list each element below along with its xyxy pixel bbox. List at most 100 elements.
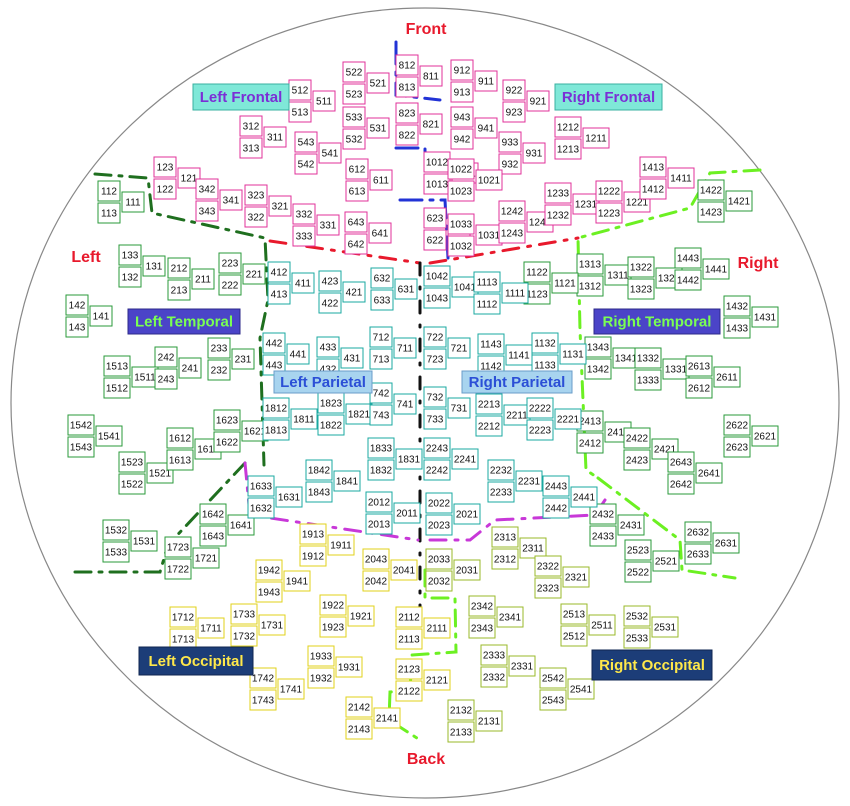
sensor-box <box>447 699 475 721</box>
sensor-box <box>423 229 447 251</box>
sensor-label: 212 <box>171 264 188 275</box>
sensor-box <box>390 559 418 581</box>
sensor-box <box>345 158 369 180</box>
sensor-label: 743 <box>373 411 390 422</box>
sensor-box <box>299 523 327 545</box>
sensor-label: 2122 <box>398 687 421 698</box>
sensor-label: 723 <box>427 355 444 366</box>
sensor-grid: 5225235215125135115335325315435425413123… <box>65 54 779 743</box>
sensor-box <box>370 289 394 311</box>
sensor-label: 131 <box>146 262 163 273</box>
sensor-label: 1433 <box>726 324 749 335</box>
sensor-box <box>684 543 712 565</box>
sensor-label: 711 <box>397 344 413 355</box>
sensor-label: 1211 <box>585 134 607 145</box>
sensor-box <box>368 222 392 244</box>
sensor-box <box>423 207 447 229</box>
sensor-label: 821 <box>423 120 440 131</box>
sensor-box <box>369 348 393 370</box>
sensor-label: 1432 <box>726 302 749 313</box>
sensor-box <box>695 462 723 484</box>
sensor-label: 1023 <box>450 187 473 198</box>
sensor-label: 1021 <box>478 176 501 187</box>
sensor-box <box>242 263 266 285</box>
sensor-box <box>576 253 604 275</box>
sensor-label: 1231 <box>575 200 598 211</box>
sensor-box <box>560 603 588 625</box>
sensor-box <box>480 644 508 666</box>
sensor-label: 1811 <box>293 415 315 426</box>
sensor-box <box>365 513 393 535</box>
sensor-box <box>239 115 263 137</box>
sensor-box <box>523 261 551 283</box>
sensor-box <box>423 617 451 639</box>
sensor-label: 411 <box>295 279 311 290</box>
sensor-label: 931 <box>526 149 543 160</box>
sensor-label: 1633 <box>250 482 273 493</box>
sensor-label: 2533 <box>626 634 649 645</box>
sensor-box <box>327 534 355 556</box>
sensor-box <box>542 475 570 497</box>
sensor-label: 222 <box>222 281 239 292</box>
sensor-label: 2333 <box>483 651 506 662</box>
sensor-label: 1142 <box>480 362 502 373</box>
region-label-right-occipital: Right Occipital <box>591 649 713 681</box>
sensor-label: 1443 <box>677 254 700 265</box>
sensor-box <box>288 101 312 123</box>
sensor-label: 511 <box>316 97 332 108</box>
sensor-label: 2322 <box>537 562 560 573</box>
sensor-box <box>277 678 305 700</box>
sensor-label: 2343 <box>471 624 494 635</box>
sensor-box <box>544 204 572 226</box>
sensor-label: 1832 <box>370 466 393 477</box>
sensor-box <box>199 525 227 547</box>
sensor-label: 2031 <box>456 566 479 577</box>
sensor-box <box>275 486 303 508</box>
sensor-box <box>584 358 612 380</box>
sensor-box <box>639 156 667 178</box>
left-temporal-boundary <box>93 172 270 467</box>
sensor-box <box>480 666 508 688</box>
sensor-label: 1431 <box>754 313 777 324</box>
sensor-box <box>342 83 366 105</box>
sensor-box <box>393 337 417 359</box>
sensor-box <box>589 503 617 525</box>
sensor-label: 111 <box>125 198 141 209</box>
sensor-box <box>294 131 318 153</box>
sensor-label: 2131 <box>478 717 501 728</box>
region-label-text: Left Temporal <box>135 314 233 331</box>
sensor-label: 1922 <box>322 601 345 612</box>
sensor-box <box>477 333 505 355</box>
sensor-box <box>213 431 241 453</box>
sensor-box <box>367 437 395 459</box>
sensor-label: 2512 <box>563 632 586 643</box>
sensor-box <box>347 605 375 627</box>
sensor-box <box>393 502 421 524</box>
sensor-label: 113 <box>101 209 117 220</box>
sensor-box <box>475 415 503 437</box>
sensor-box <box>167 257 191 279</box>
sensor-triplet: 1432 1433 1431 <box>723 295 779 339</box>
sensor-box <box>286 343 310 365</box>
sensor-label: 2411 <box>607 428 629 439</box>
sensor-box <box>335 656 363 678</box>
sensor-box <box>244 206 268 228</box>
sensor-box <box>219 189 243 211</box>
sensor-box <box>164 536 192 558</box>
sensor-label: 232 <box>211 366 228 377</box>
sensor-box <box>425 514 453 536</box>
